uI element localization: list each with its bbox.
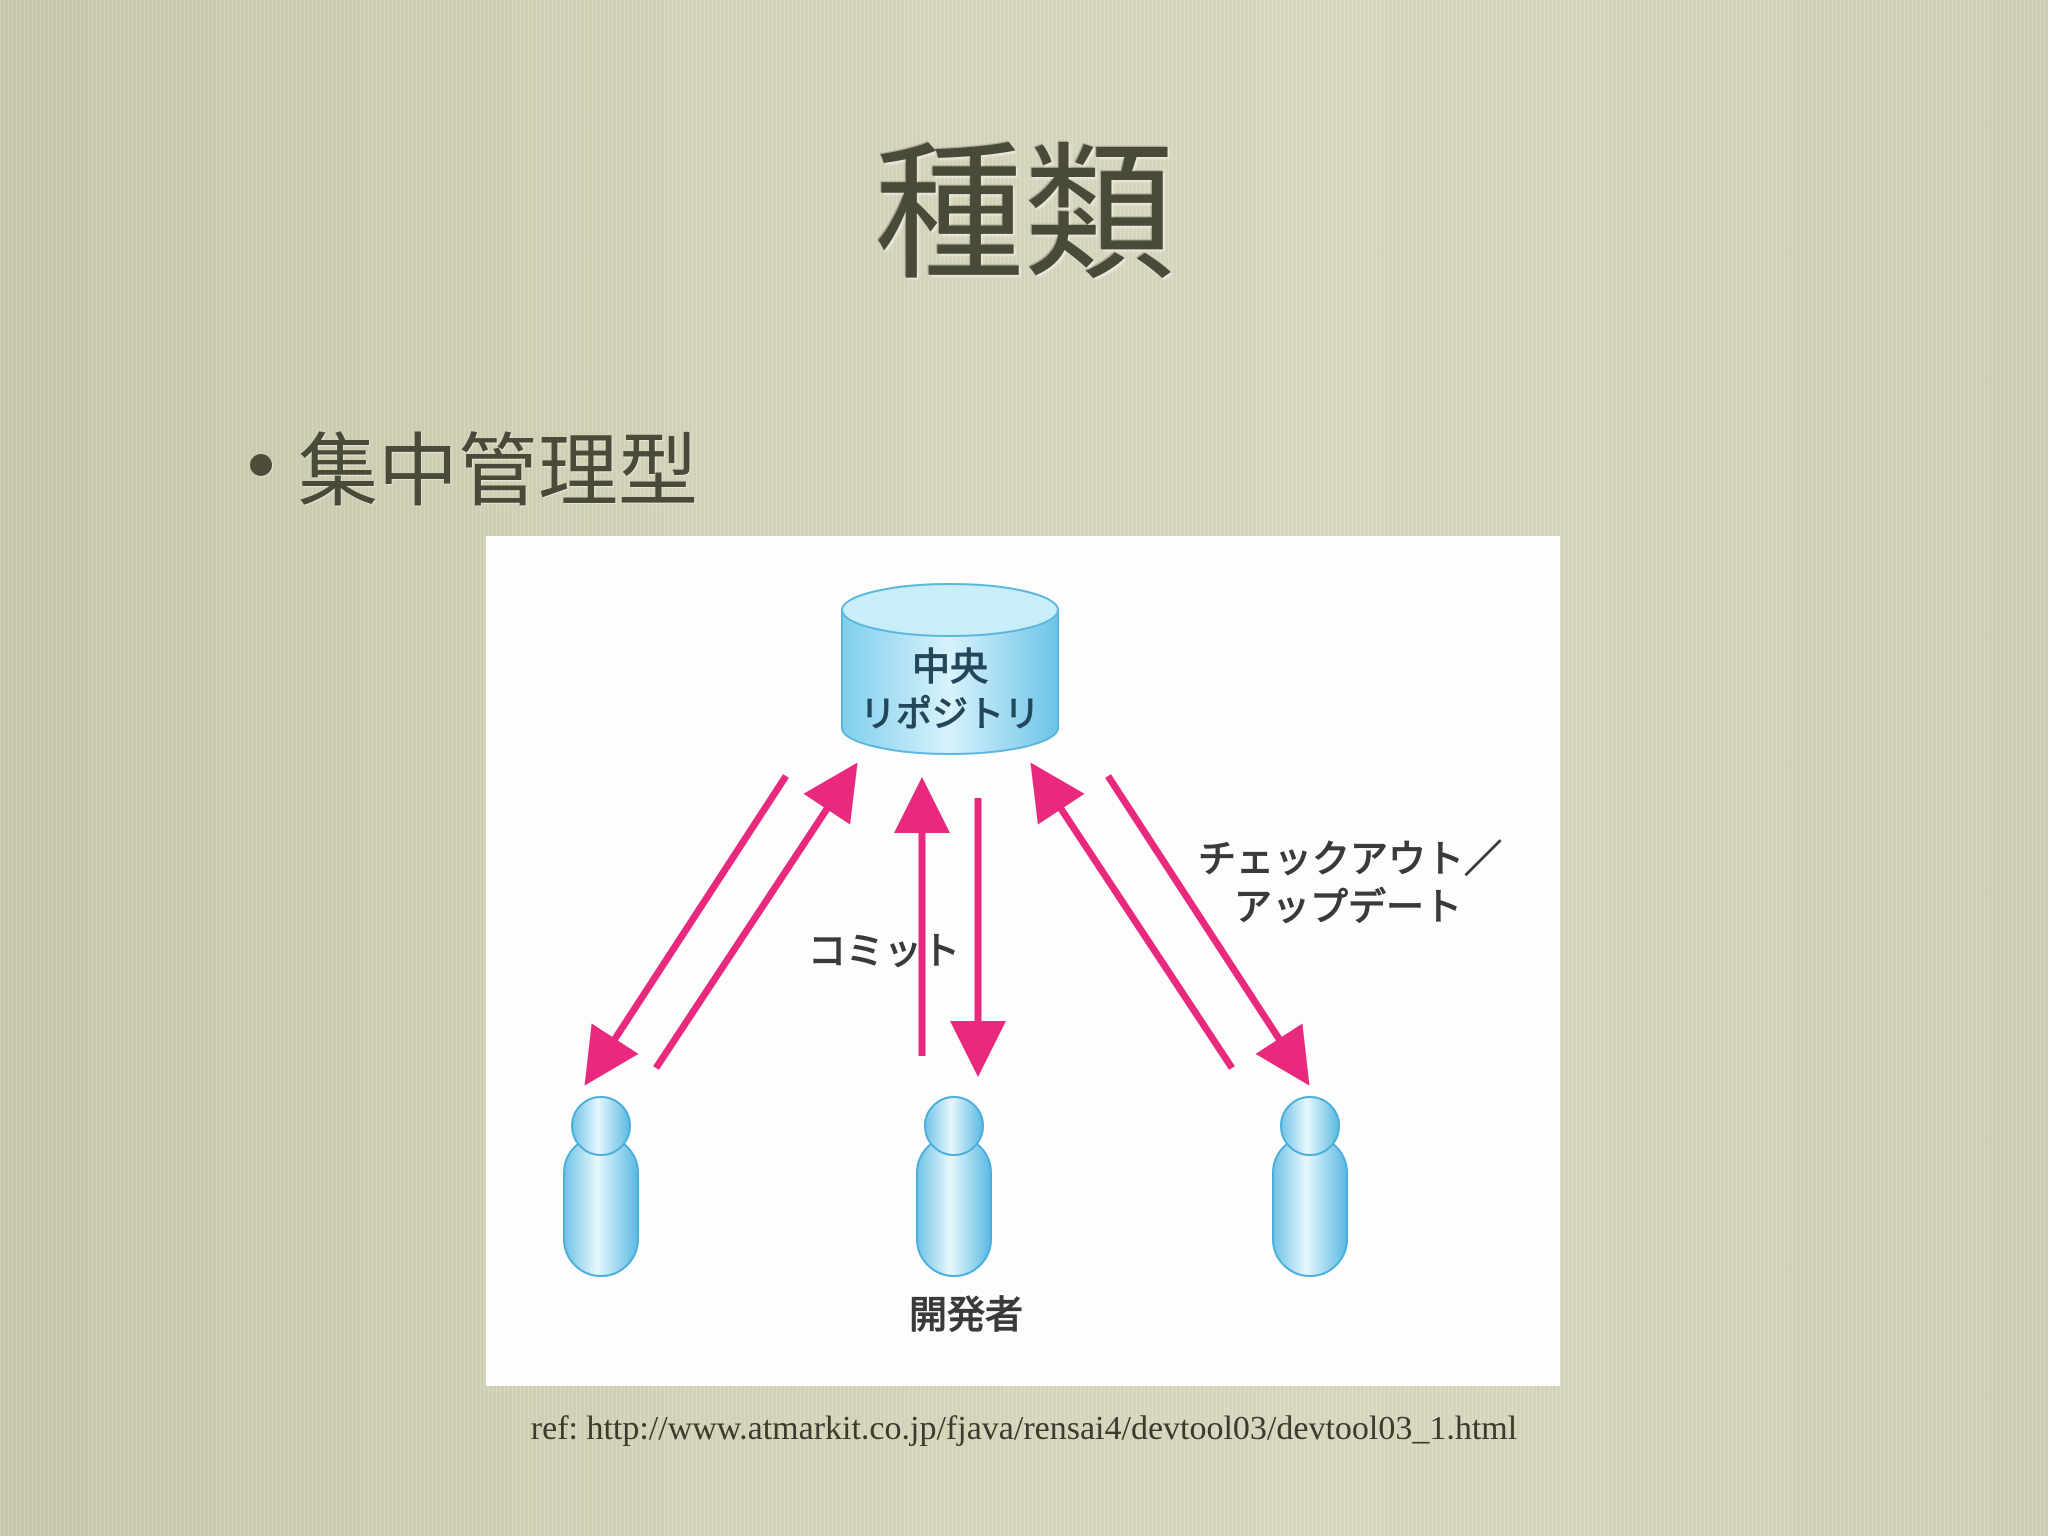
- repository-top: [841, 583, 1059, 637]
- bullet-dot: [250, 454, 272, 476]
- developer-head: [1280, 1096, 1340, 1156]
- central-repository: 中央 リポジトリ: [841, 583, 1059, 755]
- developer-head: [924, 1096, 984, 1156]
- arrows: [584, 762, 1310, 1086]
- repository-label-line1: 中央: [912, 645, 989, 689]
- developer-body: [1272, 1135, 1348, 1277]
- arrow-commit-right: [1030, 762, 1235, 1070]
- centralized-vcs-diagram: 中央 リポジトリ コミット チェックアウト／ アップデート: [486, 536, 1560, 1386]
- bullet-text: 集中管理型: [298, 425, 698, 518]
- developer-left: [563, 1096, 639, 1277]
- repository-cylinder: [841, 610, 1059, 755]
- arrow-commit-left: [653, 762, 858, 1070]
- developer-head: [571, 1096, 631, 1156]
- slide-title: 種類: [873, 128, 1174, 302]
- developer-body: [563, 1135, 639, 1277]
- checkout-label-line2: アップデート: [1234, 885, 1462, 929]
- developer-body: [916, 1135, 992, 1277]
- bullet-item: 集中管理型: [250, 410, 698, 520]
- reference-citation: ref: http://www.atmarkit.co.jp/fjava/ren…: [530, 1410, 1518, 1447]
- developer-right: [1272, 1096, 1348, 1277]
- developers-label: 開発者: [909, 1293, 1023, 1337]
- commit-label: コミット: [808, 929, 960, 973]
- arrow-checkout-right: [1105, 774, 1310, 1086]
- arrow-checkout-left: [584, 774, 789, 1086]
- developer-center: [916, 1096, 992, 1277]
- checkout-label-line1: チェックアウト／: [1198, 837, 1502, 881]
- repository-label-line2: リポジトリ: [860, 693, 1040, 735]
